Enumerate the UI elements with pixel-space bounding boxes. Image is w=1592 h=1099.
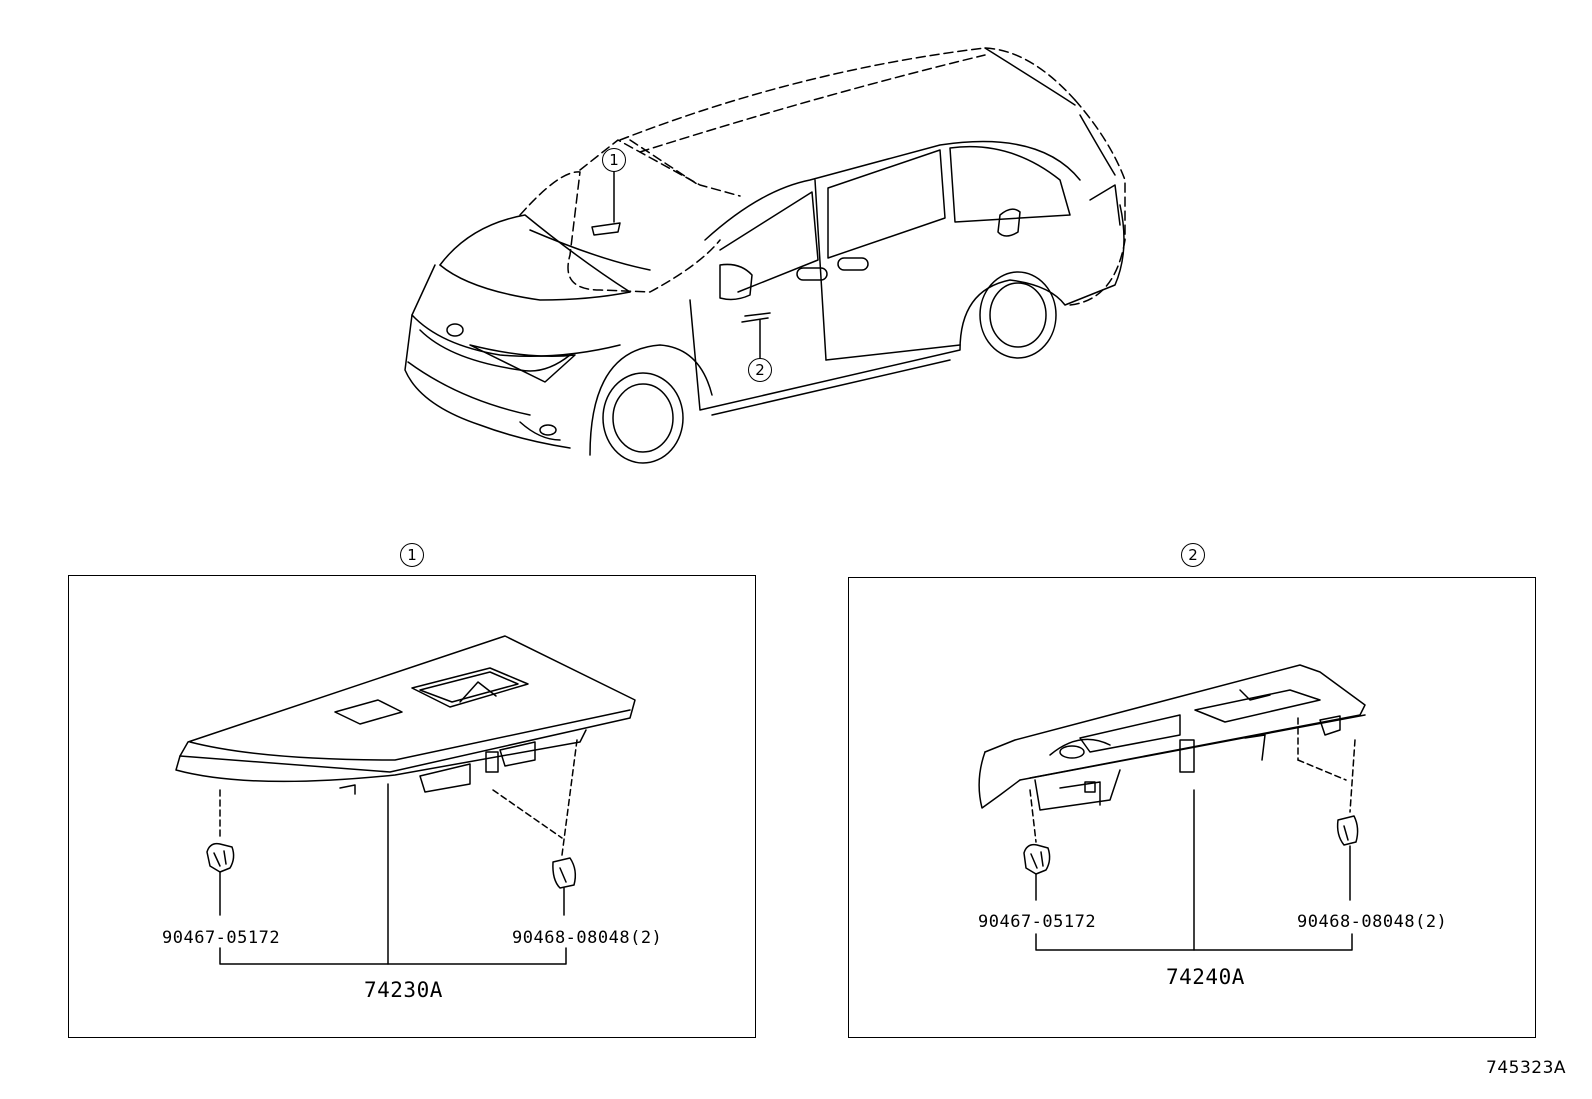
panel-1-part-right[interactable]: 90468-08048(2): [512, 928, 663, 948]
diagram-id: 745323A: [1486, 1058, 1567, 1078]
panel-2-frame: [848, 577, 1536, 1038]
panel-1-frame: [68, 575, 756, 1038]
panel-2-part-right[interactable]: 90468-08048(2): [1297, 912, 1448, 932]
panel-2-illustration: [978, 664, 1366, 951]
vehicle-callout-2[interactable]: 2: [748, 358, 772, 382]
vehicle-illustration: [404, 47, 1126, 464]
vehicle-callout-1[interactable]: 1: [602, 148, 626, 172]
panel-1-part-left[interactable]: 90467-05172: [162, 928, 281, 948]
panel-2-callout: 2: [1181, 543, 1205, 567]
panel-1-assembly[interactable]: 74230A: [364, 978, 443, 1002]
panel-2-assembly[interactable]: 74240A: [1166, 965, 1245, 989]
panel-1-callout: 1: [400, 543, 424, 567]
panel-1-illustration: [175, 635, 636, 965]
panel-2-part-left[interactable]: 90467-05172: [978, 912, 1097, 932]
